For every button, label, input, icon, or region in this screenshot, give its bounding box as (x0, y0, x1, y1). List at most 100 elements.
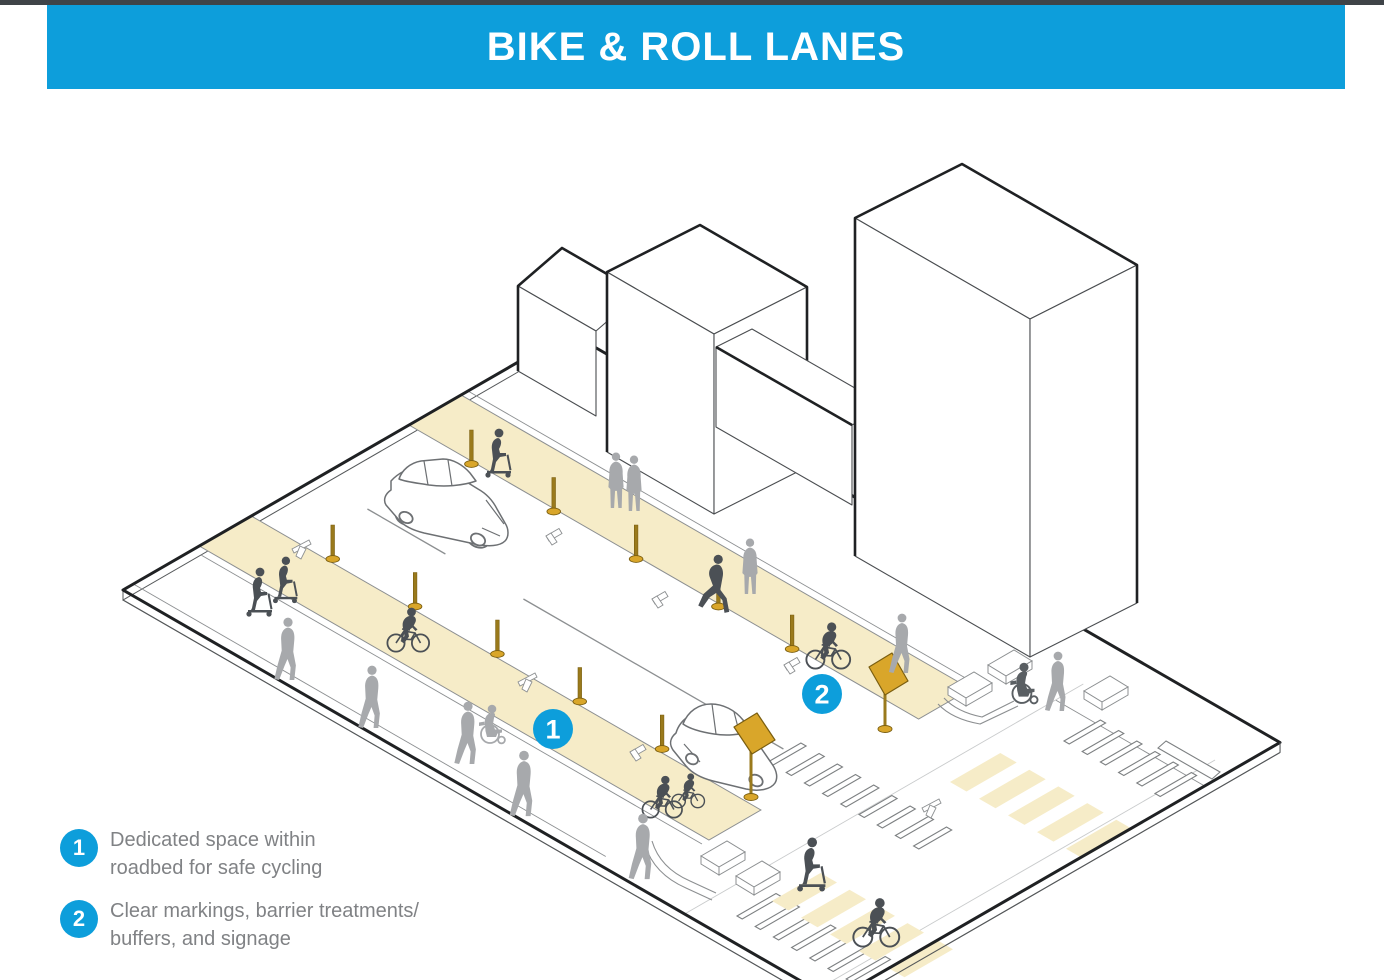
zebra-stripe (1117, 750, 1162, 777)
crosswalks (735, 719, 1221, 980)
zebra-stripe (845, 955, 892, 980)
chevron-marking (651, 595, 664, 609)
zebra-stripe (857, 794, 899, 819)
curb-line (200, 554, 703, 845)
bike-crossing-dash (859, 923, 924, 961)
zebra-stripe (1099, 740, 1144, 766)
legend-line: roadbed for safe cycling (110, 857, 323, 879)
chevron-marking (629, 748, 642, 762)
legend-text-2: Clear markings, barrier treatments/ buff… (110, 897, 419, 953)
building-tower-outline (853, 162, 1139, 603)
building-connector-outline (715, 345, 853, 427)
bike-crossing-dash (1008, 786, 1075, 825)
bollard-base (490, 650, 505, 658)
bike-crossing-dash (1066, 819, 1133, 859)
zebra-stripe (1081, 729, 1125, 756)
page-title: BIKE & ROLL LANES (486, 25, 906, 69)
curb-arc (937, 703, 1019, 725)
legend-item-1: 1 Dedicated space within roadbed for saf… (60, 826, 419, 882)
building-house-outline (516, 246, 641, 371)
bollard-post (633, 524, 639, 560)
bollard-base (628, 555, 644, 563)
legend-badge-1: 1 (60, 829, 98, 867)
bollard-base (464, 460, 479, 468)
bike-lane-sign (733, 712, 776, 755)
bollard-post (789, 614, 795, 650)
bollard-post (577, 667, 582, 702)
legend-line: buffers, and signage (110, 928, 291, 950)
bollard-base (784, 645, 800, 653)
bollard-post (330, 524, 335, 560)
header-banner: BIKE & ROLL LANES (47, 5, 1345, 89)
building-tower-side (1029, 264, 1138, 658)
lane-markings (291, 527, 942, 819)
curb-ramp (753, 871, 781, 896)
zebra-stripe (1062, 719, 1107, 745)
zebra-stripe (876, 805, 917, 829)
chevron-marking (545, 532, 558, 546)
bike-crossing-dash (772, 873, 837, 911)
bike-crossing-dash (950, 753, 1017, 792)
far-sidewalk-line (1055, 699, 1205, 787)
curb-ramps (644, 649, 1129, 901)
zebra-stripe (821, 773, 862, 798)
slab-bottom-line (122, 599, 1281, 980)
zebra-stripe (839, 784, 881, 808)
legend-text-1: Dedicated space within roadbed for safe … (110, 826, 322, 882)
zebra-stripe (912, 826, 953, 850)
marker-2-circle (802, 674, 842, 714)
car-suv-detail (423, 459, 505, 537)
bollard-post (659, 714, 665, 750)
t-marking (521, 678, 533, 693)
zebra-stripe (1153, 771, 1198, 798)
callout-marker-1: 1 (533, 709, 573, 749)
zebra-stripe (1135, 761, 1180, 787)
car-suv-roof (398, 458, 477, 487)
bike-crossing-dash (1037, 803, 1104, 842)
suv-hub (398, 510, 414, 525)
curb-ramp (1101, 686, 1129, 711)
legend-line: Clear markings, barrier treatments/ (110, 900, 419, 922)
zebra-stripe (894, 815, 935, 840)
curb-arc (651, 840, 717, 894)
bollard-post (412, 572, 418, 607)
bollard-base (546, 507, 561, 516)
stop-bar (1157, 740, 1221, 780)
bollard-post (469, 429, 474, 465)
legend-item-2: 2 Clear markings, barrier treatments/ bu… (60, 897, 419, 953)
chevron-marking (783, 661, 796, 675)
car-hub (685, 752, 699, 766)
callout-marker-2: 2 (802, 674, 842, 714)
bollard-base (654, 745, 670, 753)
curb-line (467, 390, 978, 686)
curb-ramp (718, 851, 746, 876)
t-marking (925, 804, 937, 819)
bike-crossing-dash (888, 939, 953, 978)
legend: 1 Dedicated space within roadbed for saf… (60, 826, 419, 968)
t-marking (295, 545, 307, 560)
building-mid-outline (605, 223, 809, 465)
zebra-stripe (803, 763, 844, 787)
sign-base (877, 725, 893, 733)
legend-line: Dedicated space within (110, 829, 316, 851)
bike-lane-sign (868, 652, 909, 696)
marker-1-circle (533, 709, 573, 749)
legend-badge-2: 2 (60, 900, 98, 938)
marker-1-number: 1 (545, 715, 560, 745)
suv-hub (469, 532, 487, 547)
bollard-post (495, 619, 500, 655)
buildings (516, 162, 1139, 658)
sign-base (743, 793, 759, 801)
bollard-base (325, 555, 340, 563)
bollard-post (551, 477, 556, 512)
curb-ramp (965, 682, 993, 707)
marker-2-number: 2 (814, 680, 829, 710)
zebra-stripe (785, 752, 826, 777)
top-accent-bar (0, 0, 1384, 5)
curb-arc (943, 697, 1015, 718)
bike-crossing-dash (979, 769, 1046, 809)
zebra-stripe (790, 924, 837, 952)
bollard-base (572, 697, 588, 706)
bike-crossing-dash (801, 889, 866, 928)
